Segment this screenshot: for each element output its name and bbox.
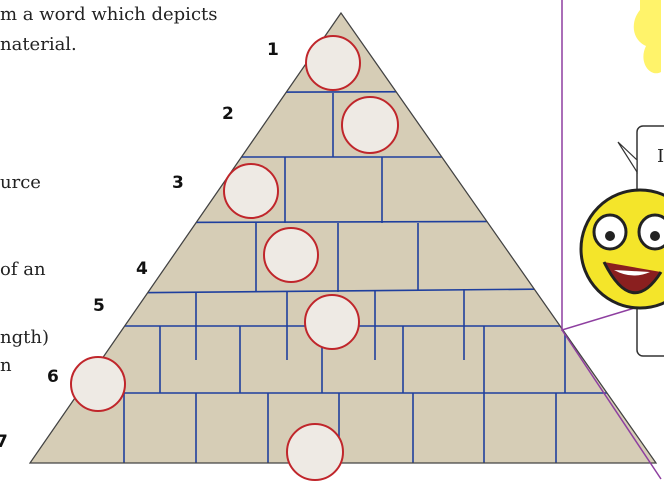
- row-number-3: 3: [172, 173, 184, 193]
- row-number-6: 6: [47, 367, 59, 387]
- smiley-icon: [579, 188, 664, 310]
- row-number-7: 7: [0, 432, 8, 452]
- row-number-5: 5: [93, 296, 105, 316]
- answer-circle-row-3[interactable]: [223, 163, 279, 219]
- answer-circle-row-4[interactable]: [263, 227, 319, 283]
- answer-circle-row-5[interactable]: [304, 294, 360, 350]
- answer-circle-row-1[interactable]: [305, 35, 361, 91]
- speech-bubble-text: I: [657, 146, 664, 167]
- row-number-4: 4: [136, 259, 148, 279]
- sun-icon: [633, 0, 661, 74]
- answer-circle-row-6[interactable]: [70, 356, 126, 412]
- answer-circle-row-7[interactable]: [286, 423, 344, 481]
- row-number-2: 2: [222, 104, 234, 124]
- row-number-1: 1: [267, 40, 279, 60]
- answer-circle-row-2[interactable]: [341, 96, 399, 154]
